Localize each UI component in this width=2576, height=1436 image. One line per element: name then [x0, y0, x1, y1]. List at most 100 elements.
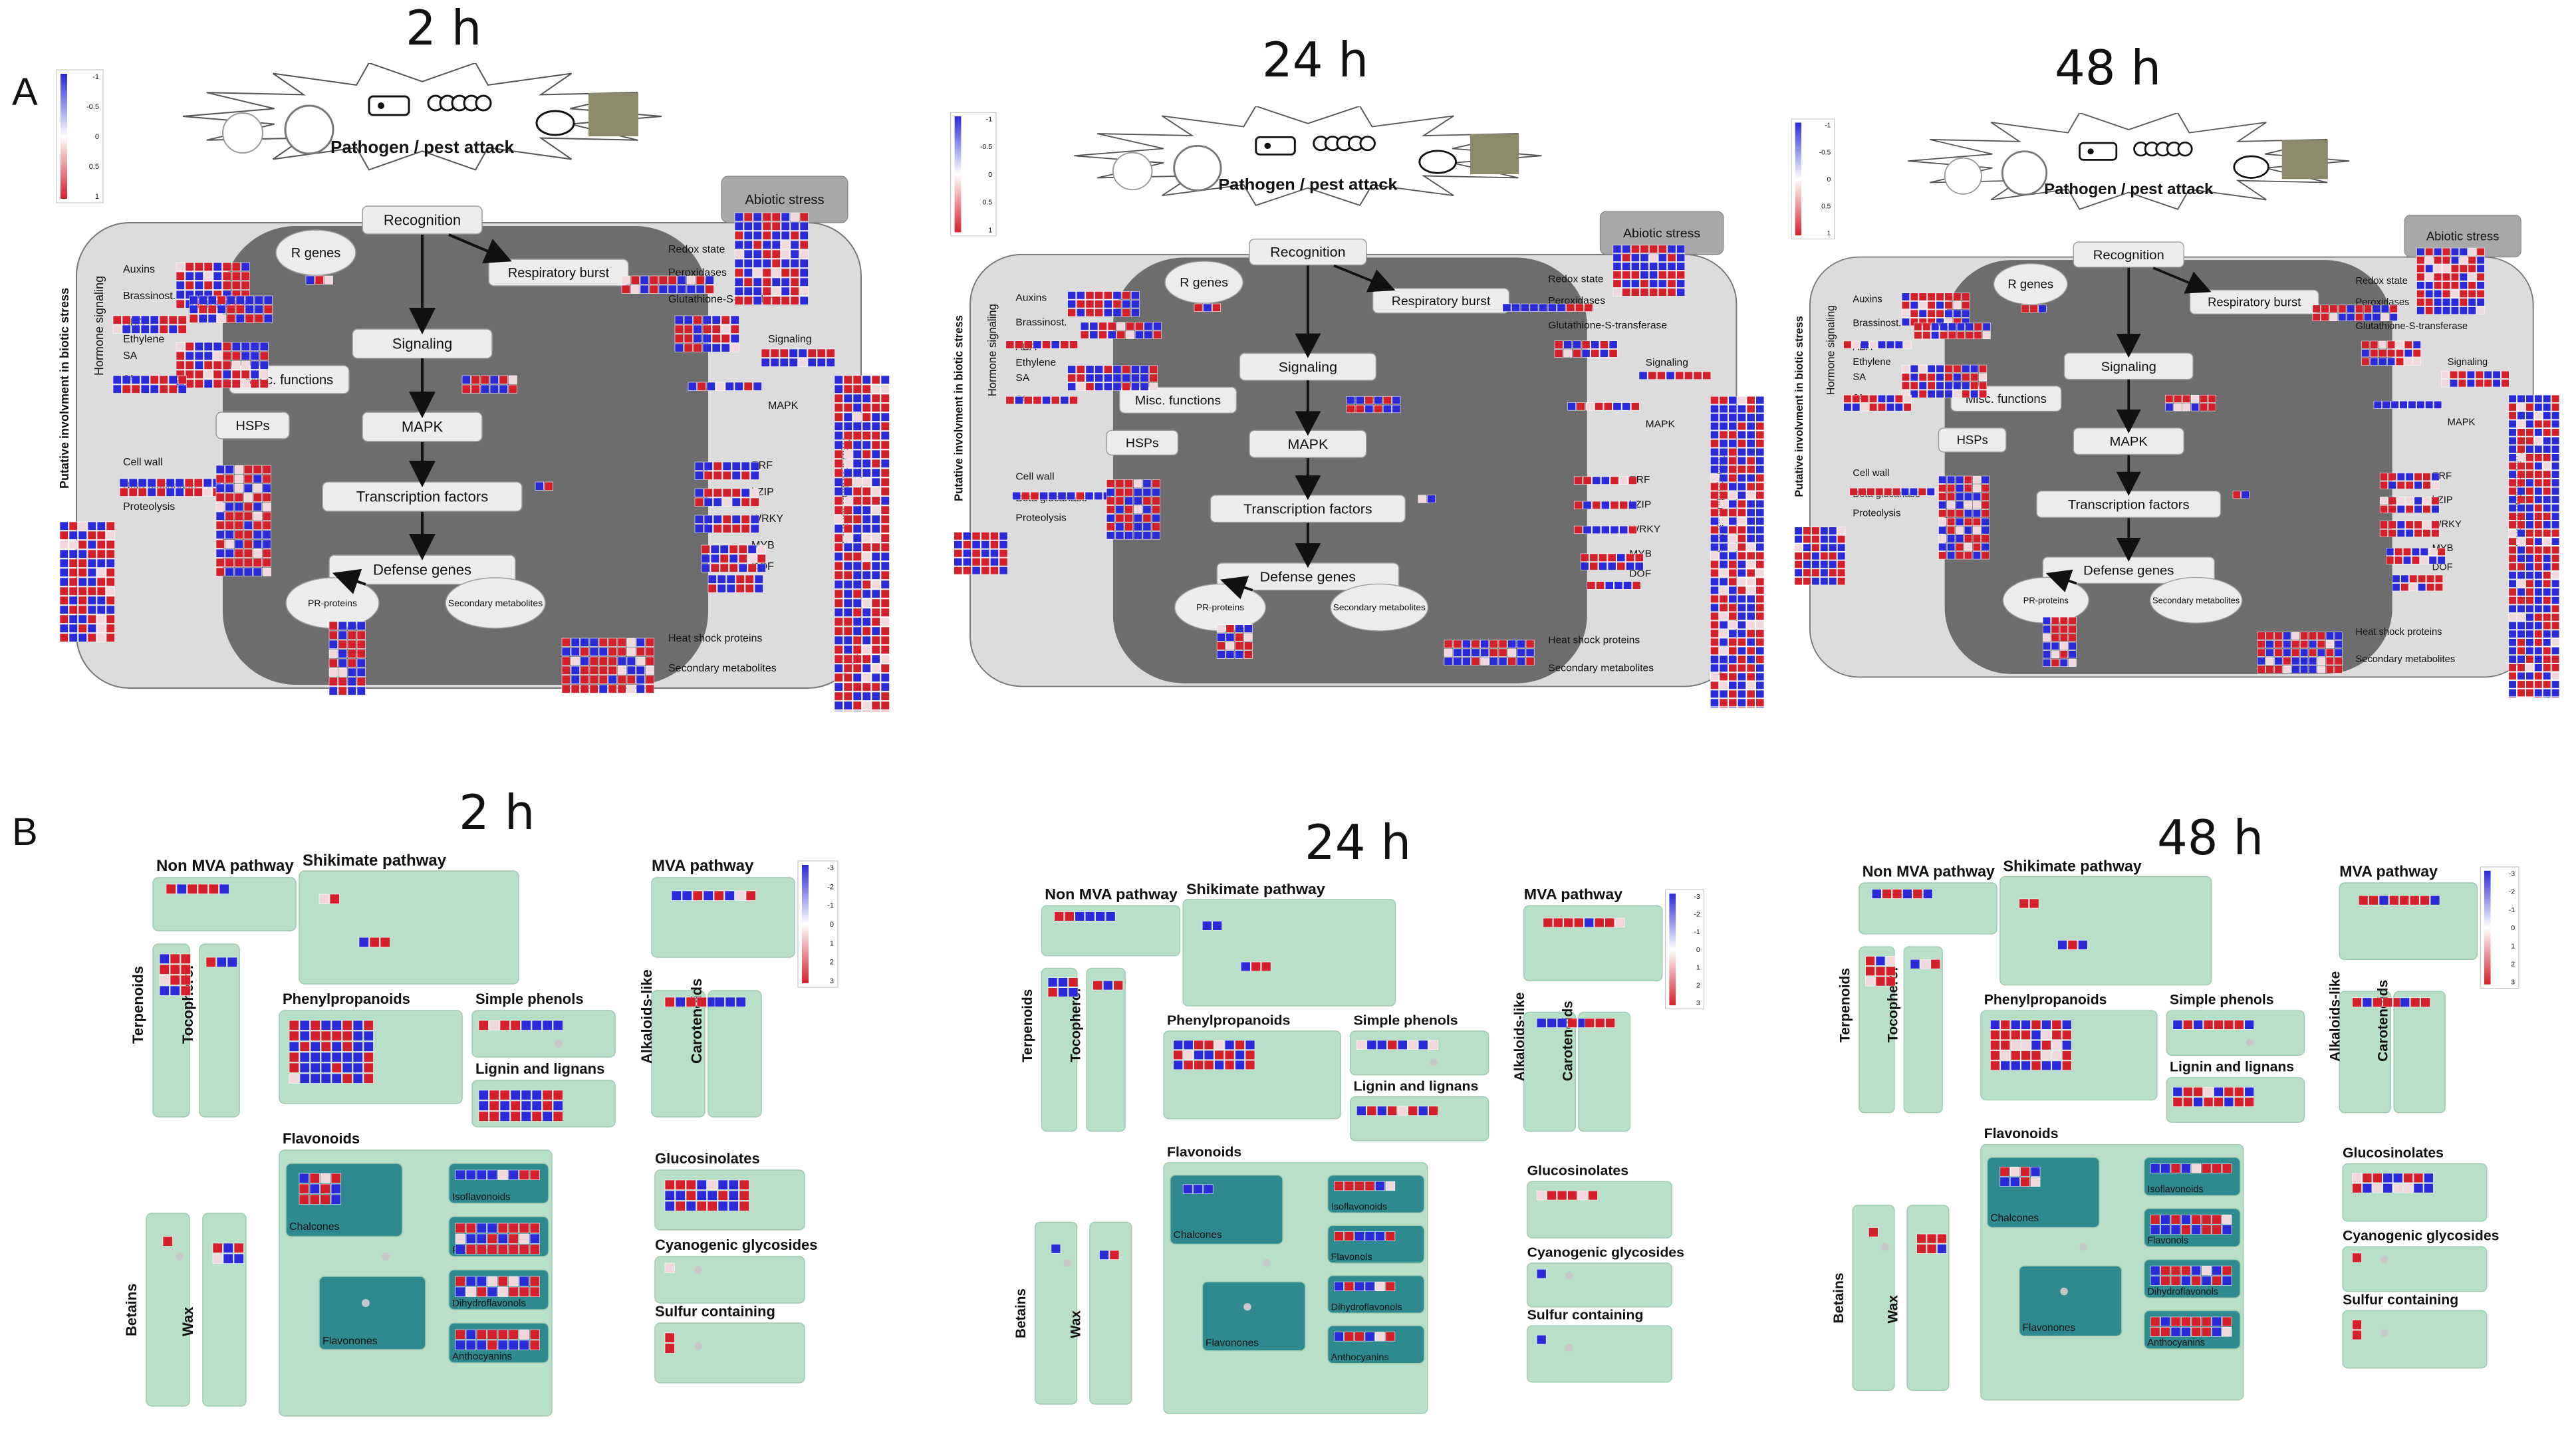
expression-cell	[2413, 1173, 2424, 1183]
expression-cell	[852, 617, 862, 626]
expression-cell	[2468, 306, 2476, 315]
expression-cell	[1067, 491, 1076, 501]
expression-cell	[2300, 640, 2309, 648]
expression-cell	[1067, 374, 1077, 382]
expression-cell	[1453, 648, 1462, 657]
expression-cell	[862, 394, 871, 403]
expression-cell	[2394, 556, 2403, 564]
expression-cell	[2191, 1225, 2202, 1235]
expression-cell	[1938, 551, 1947, 560]
expression-cell	[1981, 509, 1990, 518]
expression-cell	[499, 1020, 510, 1030]
betains-box	[146, 1213, 190, 1407]
expression-cell	[626, 638, 636, 647]
expression-cell	[1152, 505, 1160, 514]
expression-cell	[664, 1343, 675, 1354]
expression-cell	[734, 249, 743, 259]
expression-cell	[1658, 288, 1667, 297]
expression-cell	[1547, 1018, 1557, 1028]
expression-cell	[1144, 330, 1153, 339]
expression-cell	[704, 488, 713, 497]
metabolite-group-label: Lignin and lignans	[1353, 1079, 1478, 1094]
expression-cell	[1926, 1244, 1937, 1254]
expression-cell	[852, 505, 862, 515]
expression-cell	[1068, 977, 1079, 987]
expression-cell	[156, 478, 166, 487]
expression-grid	[1543, 917, 1625, 927]
expression-cell	[2551, 630, 2560, 638]
expression-cell	[880, 608, 890, 617]
expression-cell	[2508, 579, 2517, 588]
expression-cell	[2534, 647, 2543, 655]
expression-cell	[730, 315, 739, 324]
expression-cell	[2373, 1173, 2383, 1183]
expression-cell	[954, 558, 963, 566]
expression-cell	[1638, 371, 1648, 380]
left-item-label: Cell wall	[123, 457, 163, 468]
expression-cell	[338, 630, 347, 640]
expression-cell	[710, 554, 719, 563]
expression-cell	[1054, 911, 1065, 921]
expression-cell	[1334, 1181, 1344, 1191]
expression-cell	[1710, 689, 1719, 698]
expression-cell	[2543, 571, 2551, 580]
expression-cell	[1601, 525, 1610, 535]
expression-cell	[1755, 689, 1765, 698]
expression-cell	[263, 304, 273, 314]
expression-cell	[1728, 439, 1738, 448]
expression-cell	[2160, 1316, 2170, 1327]
expression-cell	[2379, 357, 2387, 366]
expression-cell	[1245, 1040, 1255, 1050]
expression-cell	[2534, 604, 2543, 613]
expression-cell	[2416, 306, 2425, 315]
expression-cell	[2450, 370, 2458, 379]
expression-cell	[2551, 495, 2560, 504]
expression-cell	[222, 351, 231, 360]
expression-cell	[799, 221, 809, 231]
expression-cell	[834, 468, 843, 477]
expression-cell	[1837, 552, 1846, 560]
expression-grid	[159, 953, 191, 996]
expression-cell	[880, 663, 890, 673]
expression-cell	[2517, 537, 2525, 546]
expression-cell	[2222, 1225, 2232, 1235]
expression-cell	[1517, 657, 1525, 665]
expression-cell	[608, 684, 617, 693]
abiotic-stress-label: Abiotic stress	[1623, 227, 1700, 240]
expression-cell	[871, 394, 880, 403]
expression-cell	[1981, 542, 1990, 551]
expression-cell	[1811, 527, 1820, 535]
expression-cell	[580, 656, 589, 665]
expression-cell	[1755, 672, 1765, 681]
legend-tick: -1	[1694, 928, 1700, 936]
expression-cell	[1106, 497, 1115, 505]
expression-cell	[790, 277, 799, 287]
expression-cell	[510, 1020, 521, 1030]
expression-cell	[2525, 655, 2534, 663]
expression-cell	[990, 540, 999, 549]
time-label-b-48h: 48 h	[2157, 810, 2264, 866]
expression-cell	[122, 324, 131, 334]
expression-cell	[843, 459, 852, 468]
expression-cell	[328, 630, 338, 640]
expression-cell	[1927, 364, 1936, 373]
expression-cell	[1947, 551, 1956, 560]
expression-cell	[2420, 997, 2430, 1008]
expression-cell	[476, 1233, 487, 1244]
expression-cell	[871, 431, 880, 440]
expression-cell	[1910, 309, 1918, 318]
expression-cell	[78, 558, 87, 568]
expression-cell	[1719, 404, 1728, 414]
expression-cell	[2425, 247, 2434, 256]
expression-cell	[1103, 308, 1112, 317]
expression-cell	[1922, 322, 1931, 331]
expression-cell	[331, 1062, 342, 1073]
expression-cell	[713, 524, 722, 533]
expression-cell	[852, 487, 862, 496]
expression-cell	[1344, 1181, 1354, 1191]
expression-cell	[626, 656, 636, 665]
expression-cell	[2543, 412, 2551, 420]
expression-cell	[219, 884, 229, 894]
expression-cell	[2051, 634, 2059, 642]
